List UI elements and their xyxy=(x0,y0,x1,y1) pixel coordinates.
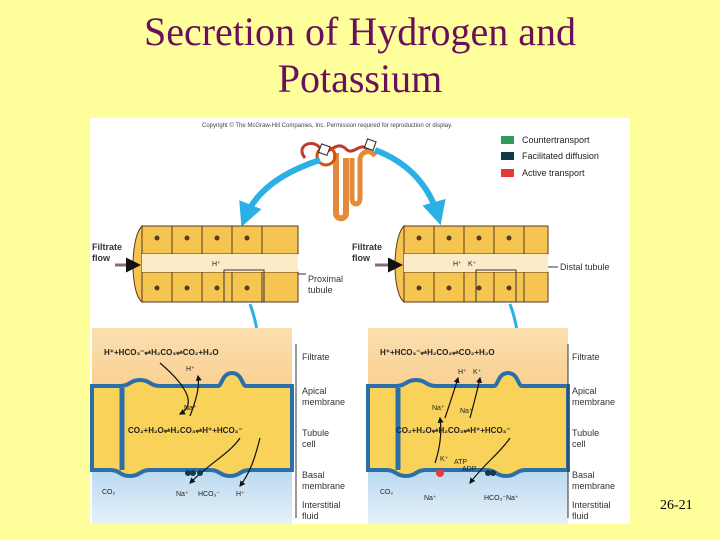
legend-swatch-countertransport xyxy=(501,136,514,144)
slide-title: Secretion of Hydrogen and Potassium xyxy=(0,8,720,102)
proximal-label-2: tubule xyxy=(308,285,333,295)
svg-text:cell: cell xyxy=(302,439,316,449)
svg-text:membrane: membrane xyxy=(572,397,615,407)
svg-text:Interstitial: Interstitial xyxy=(302,500,341,510)
svg-text:flow: flow xyxy=(352,253,371,263)
distal-co2: CO₂ xyxy=(380,489,394,496)
distal-h-ion: H⁺ xyxy=(453,261,462,268)
svg-text:Tubule: Tubule xyxy=(572,428,599,438)
arrow-to-proximal xyxy=(239,157,321,227)
distal-na-label-2: Na⁺ xyxy=(460,408,473,415)
svg-text:Filtrate: Filtrate xyxy=(302,352,330,362)
legend-label-countertransport: Countertransport xyxy=(522,135,590,145)
proximal-filtrate-flow-label: Filtrate flow xyxy=(92,242,122,263)
title-line-1: Secretion of Hydrogen and xyxy=(143,9,577,54)
svg-text:Filtrate: Filtrate xyxy=(352,242,382,252)
svg-text:Apical: Apical xyxy=(572,386,597,396)
svg-text:Basal: Basal xyxy=(302,470,325,480)
distal-na-out: Na⁺ xyxy=(424,495,437,502)
proximal-eq-filtrate: H⁺+HCO₃⁻⇌H₂CO₃⇌CO₂+H₂O xyxy=(104,348,219,357)
svg-text:fluid: fluid xyxy=(302,511,319,521)
legend: Countertransport Facilitated diffusion A… xyxy=(501,135,599,178)
proximal-label-1: Proximal xyxy=(308,274,343,284)
arrow-to-distal xyxy=(373,147,446,226)
proximal-h-out: H⁺ xyxy=(236,491,245,498)
nephron-secretion-figure: Copyright © The McGraw-Hill Companies, I… xyxy=(90,118,630,524)
svg-text:Filtrate: Filtrate xyxy=(572,352,600,362)
distal-k-ion: K⁺ xyxy=(468,261,477,268)
distal-eq-cell: CO₂+H₂O⇌H₂CO₃⇌H⁺+HCO₃⁻ xyxy=(396,426,511,435)
legend-label-facilitated: Facilitated diffusion xyxy=(522,151,599,161)
svg-text:flow: flow xyxy=(92,253,111,263)
title-line-2: Potassium xyxy=(277,56,443,101)
distal-tubule-block: H⁺ K⁺ xyxy=(394,224,549,304)
nephron-icon xyxy=(300,138,378,222)
figure-svg: Copyright © The McGraw-Hill Companies, I… xyxy=(90,122,615,524)
proximal-na-label: Na⁺ xyxy=(184,405,197,412)
distal-tubule-label: Distal tubule xyxy=(560,262,610,272)
proximal-co2: CO₂ xyxy=(102,489,116,496)
distal-detail-panel: H⁺+HCO₃⁻⇌H₂CO₃⇌CO₂+H₂O CO₂+H₂O⇌H₂CO₃⇌H⁺+… xyxy=(366,328,570,524)
proximal-na-out: Na⁺ xyxy=(176,491,189,498)
proximal-detail-panel: H⁺+HCO₃⁻⇌H₂CO₃⇌CO₂+H₂O CO₂+H₂O⇌H₂CO₃⇌H⁺+… xyxy=(90,328,294,524)
page-number: 26-21 xyxy=(660,498,693,513)
distal-h-label: H⁺ xyxy=(458,369,467,376)
distal-atp: ATP xyxy=(454,459,467,466)
distal-k-label: K⁺ xyxy=(473,369,482,376)
svg-text:membrane: membrane xyxy=(302,481,345,491)
svg-text:Filtrate: Filtrate xyxy=(92,242,122,252)
svg-text:Interstitial: Interstitial xyxy=(572,500,611,510)
proximal-eq-cell: CO₂+H₂O⇌H₂CO₃⇌H⁺+HCO₃⁻ xyxy=(128,426,243,435)
distal-na-out-2: Na⁺ xyxy=(506,495,519,502)
svg-text:Apical: Apical xyxy=(302,386,327,396)
middle-labels: Filtrate Apical membrane Tubule cell Bas… xyxy=(295,344,345,521)
legend-swatch-active xyxy=(501,169,514,177)
svg-text:Tubule: Tubule xyxy=(302,428,329,438)
proximal-tubule-block: H⁺ xyxy=(132,224,299,304)
distal-filtrate-flow-label: Filtrate flow xyxy=(352,242,382,263)
distal-hco3-out: HCO₃⁻ xyxy=(484,495,506,502)
svg-text:Basal: Basal xyxy=(572,470,595,480)
svg-text:membrane: membrane xyxy=(572,481,615,491)
distal-adp: ADP xyxy=(462,466,477,473)
right-labels: Filtrate Apical membrane Tubule cell Bas… xyxy=(567,344,615,521)
svg-text:cell: cell xyxy=(572,439,586,449)
svg-text:membrane: membrane xyxy=(302,397,345,407)
legend-label-active: Active transport xyxy=(522,168,585,178)
svg-text:fluid: fluid xyxy=(572,511,589,521)
proximal-h-label: H⁺ xyxy=(186,366,195,373)
legend-swatch-facilitated xyxy=(501,152,514,160)
proximal-h-ion: H⁺ xyxy=(212,261,221,268)
proximal-hco3-out: HCO₃⁻ xyxy=(198,491,220,498)
distal-na-label-1: Na⁺ xyxy=(432,405,445,412)
distal-eq-filtrate: H⁺+HCO₃⁻⇌H₂CO₃⇌CO₂+H₂O xyxy=(380,348,495,357)
distal-k-basal: K⁺ xyxy=(440,456,449,463)
copyright-text: Copyright © The McGraw-Hill Companies, I… xyxy=(202,122,453,129)
